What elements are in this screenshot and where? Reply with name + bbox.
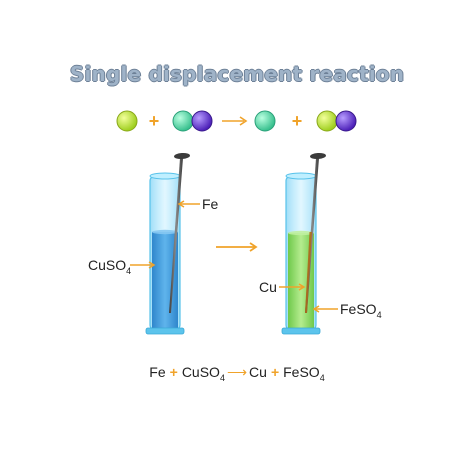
eq-reactant-cuso4-sub: 4 <box>219 372 225 383</box>
process-arrow <box>216 242 258 252</box>
label-cuso4-sub: 4 <box>126 265 132 276</box>
diagram-title: Single displacement reaction <box>69 62 405 86</box>
eq-product-feso4: FeSO4 <box>283 364 325 383</box>
label-cu: Cu <box>259 279 277 295</box>
label-pointers <box>130 200 338 313</box>
sulfate-icon <box>191 110 213 132</box>
copper-atom-icon <box>172 110 194 132</box>
molecule-row <box>116 110 357 132</box>
sulfate-icon <box>335 110 357 132</box>
test-tube-left <box>145 152 190 335</box>
molecule-plus-2: + <box>292 111 303 131</box>
reaction-arrow-head <box>239 116 248 126</box>
label-feso4: FeSO4 <box>340 301 382 320</box>
eq-arrow: ⟶ <box>226 364 248 380</box>
eq-reactant-cuso4-main: CuSO <box>181 364 220 380</box>
label-cuso4: CuSO4 <box>88 257 131 276</box>
label-feso4-sub: 4 <box>376 309 382 320</box>
label-fe: Fe <box>202 196 219 212</box>
iron-atom-icon <box>316 110 338 132</box>
copper-coated-nail-icon <box>305 152 326 313</box>
copper-atom-icon <box>254 110 276 132</box>
eq-plus-1: + <box>169 364 178 380</box>
test-tube-right <box>281 152 326 335</box>
label-cuso4-main: CuSO <box>88 257 127 273</box>
eq-product-feso4-sub: 4 <box>319 372 325 383</box>
label-feso4-main: FeSO <box>340 301 377 317</box>
eq-reactant-fe: Fe <box>149 364 166 380</box>
nail-icon <box>169 152 190 313</box>
iron-atom-icon <box>116 110 138 132</box>
eq-plus-2: + <box>270 364 280 380</box>
eq-reactant-cuso4: CuSO4 <box>181 364 225 383</box>
molecule-plus-1: + <box>149 111 160 131</box>
eq-product-cu: Cu <box>249 364 267 380</box>
eq-product-feso4-main: FeSO <box>283 364 320 380</box>
chemical-equation: Fe+CuSO4⟶Cu+FeSO4 <box>0 364 474 383</box>
